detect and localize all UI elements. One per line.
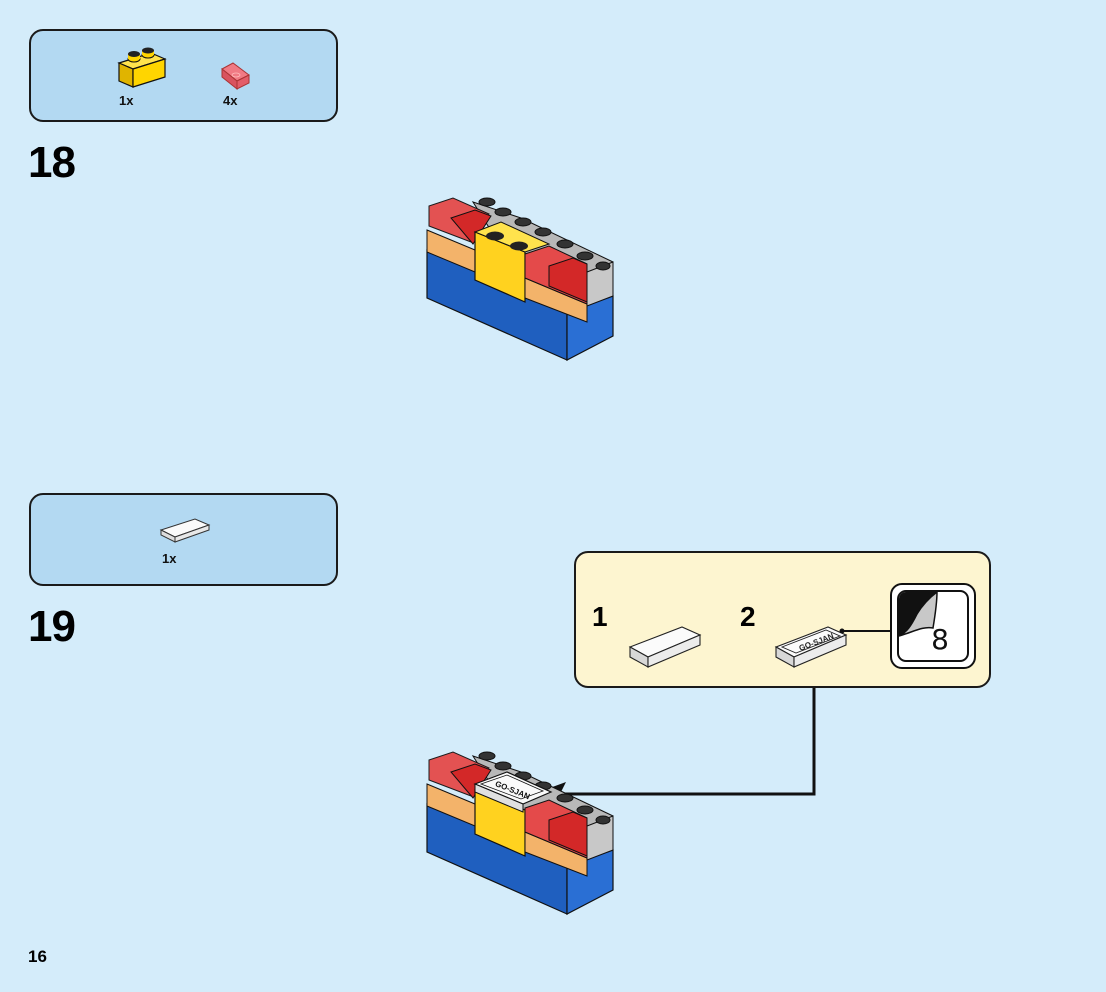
sub-step-1-number: 1 (592, 601, 608, 632)
step-18-model-illustration (426, 197, 614, 361)
white-tile-1x2-icon (159, 518, 211, 543)
peeling-sticker-icon (899, 592, 938, 637)
trans-red-slope-icon (221, 62, 250, 91)
sticker-sheet-number: 8 (931, 623, 949, 656)
sub-step-2-number: 2 (740, 601, 756, 632)
step-18-number: 18 (28, 138, 76, 187)
yellow-brick-1x2-icon (117, 47, 167, 88)
step-19-parts-list: 1x (29, 493, 338, 586)
white-tile-qty: 1x (162, 551, 177, 566)
sub-assembly-callout: 1 2 GO-SJAN 8 (574, 551, 991, 688)
stickered-tile-icon: GO-SJAN (774, 626, 848, 668)
step-19-model-illustration: GO-SJAN (426, 751, 614, 915)
step-18-parts-list: 1x 4x (29, 29, 338, 122)
trans-red-slope-qty: 4x (223, 93, 238, 108)
page-number: 16 (28, 947, 47, 966)
sticker-sheet-badge: 8 (890, 583, 976, 669)
yellow-brick-qty: 1x (119, 93, 134, 108)
white-tile-icon (628, 626, 702, 668)
step-19-number: 19 (28, 602, 76, 651)
